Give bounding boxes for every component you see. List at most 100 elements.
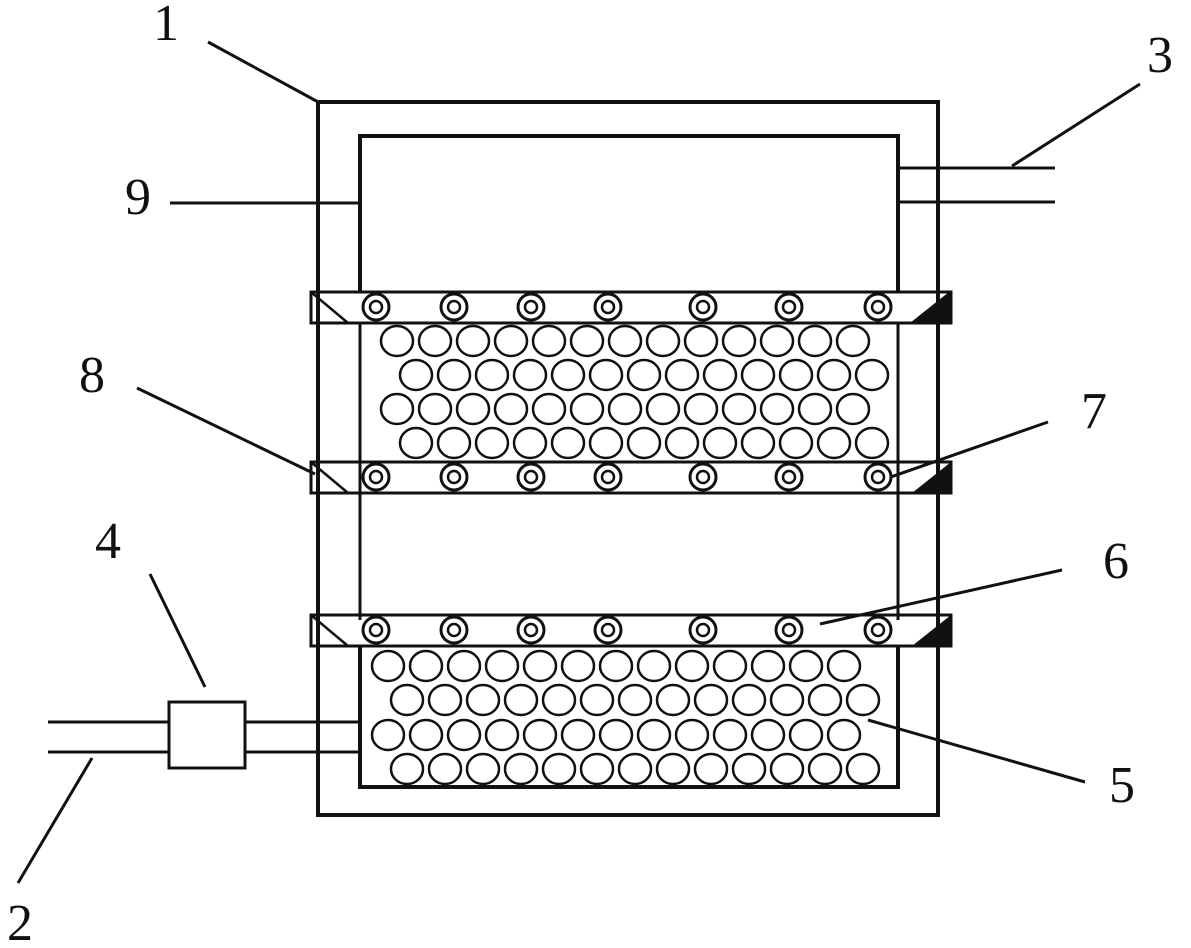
- plate-middle: [309, 460, 953, 495]
- packing-sphere: [389, 683, 425, 717]
- packing-sphere: [626, 358, 662, 392]
- packing-sphere: [816, 426, 852, 460]
- packing-sphere: [816, 358, 852, 392]
- packing-sphere: [693, 752, 729, 786]
- packing-sphere: [427, 752, 463, 786]
- leader-lines: [16, 40, 1141, 884]
- packing-sphere: [569, 324, 605, 358]
- packing-sphere: [408, 649, 444, 683]
- packing-sphere: [512, 426, 548, 460]
- packing-sphere: [579, 683, 615, 717]
- packing-sphere: [427, 683, 463, 717]
- structure: [16, 40, 1141, 884]
- packing-sphere: [693, 683, 729, 717]
- packing-sphere: [522, 649, 558, 683]
- packing-sphere: [398, 358, 434, 392]
- packing-sphere: [845, 752, 881, 786]
- outer-vessel: [316, 100, 940, 817]
- packing-sphere: [550, 358, 586, 392]
- plate-hole: [361, 462, 391, 492]
- packing-sphere: [797, 324, 833, 358]
- packing-sphere: [617, 752, 653, 786]
- packing-sphere: [607, 392, 643, 426]
- leader-2: [16, 757, 94, 884]
- packing-sphere: [826, 718, 862, 752]
- packing-sphere: [417, 324, 453, 358]
- packing-sphere: [569, 392, 605, 426]
- packing-sphere: [826, 649, 862, 683]
- packing-sphere: [560, 718, 596, 752]
- packing-sphere: [854, 426, 890, 460]
- callout-labels: 1 2 3 4 5 6 7 8 9: [7, 0, 1173, 948]
- plate-hole: [688, 615, 718, 645]
- packing-sphere: [550, 426, 586, 460]
- packing-sphere: [731, 683, 767, 717]
- packing-sphere: [417, 392, 453, 426]
- packing-sphere: [436, 426, 472, 460]
- packing-sphere: [759, 392, 795, 426]
- leader-4: [148, 573, 207, 688]
- packing-sphere: [664, 426, 700, 460]
- packing-sphere: [674, 718, 710, 752]
- callout-label-5: 5: [1109, 757, 1135, 814]
- packing-sphere: [655, 752, 691, 786]
- packing-sphere: [683, 392, 719, 426]
- packing-sphere: [379, 392, 415, 426]
- packing-sphere: [645, 324, 681, 358]
- leader-6: [819, 568, 1063, 626]
- packing-sphere: [778, 426, 814, 460]
- callout-label-8: 8: [79, 347, 105, 404]
- packing-sphere: [835, 392, 871, 426]
- packing-sphere: [541, 683, 577, 717]
- plate-hole: [774, 615, 804, 645]
- plate-upper: [309, 290, 953, 325]
- packing-sphere: [455, 324, 491, 358]
- packing-sphere: [835, 324, 871, 358]
- plate-hole: [688, 292, 718, 322]
- leader-7: [887, 420, 1049, 480]
- plate-hole: [593, 615, 623, 645]
- packing-sphere: [607, 324, 643, 358]
- packing-sphere: [484, 649, 520, 683]
- plate-hole: [361, 292, 391, 322]
- packing-sphere: [398, 426, 434, 460]
- packing-sphere: [674, 649, 710, 683]
- packing-sphere: [645, 392, 681, 426]
- packing-sphere: [788, 718, 824, 752]
- packing-sphere: [778, 358, 814, 392]
- packing-sphere: [769, 683, 805, 717]
- packing-sphere: [759, 324, 795, 358]
- plate-hole: [688, 462, 718, 492]
- packing-sphere: [598, 718, 634, 752]
- packing-sphere: [503, 752, 539, 786]
- packing-sphere: [493, 392, 529, 426]
- callout-label-9: 9: [125, 169, 151, 226]
- packing-sphere: [588, 358, 624, 392]
- packing-sphere: [379, 324, 415, 358]
- plate-hole: [774, 462, 804, 492]
- plate-hole: [516, 462, 546, 492]
- plate-hole: [439, 462, 469, 492]
- packing-sphere: [512, 358, 548, 392]
- callout-label-1: 1: [153, 0, 179, 52]
- packing-sphere: [474, 426, 510, 460]
- packing-sphere: [664, 358, 700, 392]
- packing-sphere: [854, 358, 890, 392]
- packing-sphere: [750, 649, 786, 683]
- packing-sphere: [731, 752, 767, 786]
- plate-hole: [361, 615, 391, 645]
- packing-sphere: [636, 718, 672, 752]
- packing-sphere: [455, 392, 491, 426]
- packing-sphere: [446, 649, 482, 683]
- packing-sphere: [769, 752, 805, 786]
- packing-sphere: [740, 426, 776, 460]
- callout-label-7: 7: [1081, 383, 1107, 440]
- packing-sphere: [503, 683, 539, 717]
- leader-8: [136, 386, 316, 476]
- packing-sphere: [531, 324, 567, 358]
- packing-sphere: [598, 649, 634, 683]
- plate-hole: [516, 615, 546, 645]
- leader-1: [207, 40, 321, 105]
- packing-sphere: [788, 649, 824, 683]
- packing-sphere: [797, 392, 833, 426]
